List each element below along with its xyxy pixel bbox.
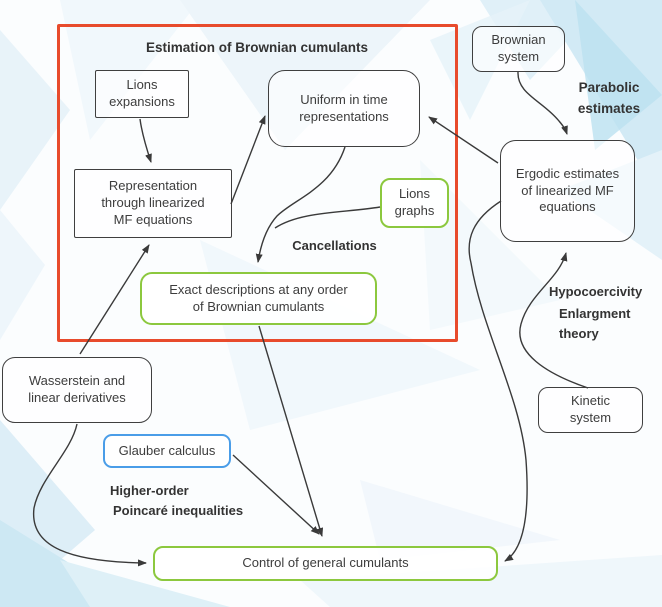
node-lions-expansions: Lions expansions [95, 70, 189, 118]
node-representation-linearized-mf: Representation through linearized MF equ… [74, 169, 232, 238]
annotation-enlargment-theory: Enlargment theory [559, 304, 659, 344]
annotation-line: Enlargment [559, 306, 631, 321]
node-label-line: representations [299, 108, 389, 124]
node-kinetic-system: Kinetic system [538, 387, 643, 433]
annotation-parabolic-estimates: Parabolic estimates [566, 78, 652, 120]
node-label-line: Representation [108, 178, 198, 194]
node-ergodic-estimates: Ergodic estimates of linearized MF equat… [500, 140, 635, 242]
node-label-line: through linearized [101, 195, 205, 211]
annotation-line: Parabolic [578, 80, 640, 95]
node-label-line: expansions [109, 94, 175, 109]
node-label-line: Lions [126, 77, 158, 93]
annotation-hypocoercivity: Hypocoercivity [549, 282, 662, 302]
node-label-line: linear derivatives [28, 390, 126, 405]
node-label-line: Lions [398, 186, 431, 202]
brownian-cumulants-group-frame [57, 24, 458, 342]
node-label-line: Control of general cumulants [242, 555, 409, 571]
annotation-line: Cancellations [292, 238, 377, 253]
node-label-line: Wasserstein and [28, 373, 126, 389]
node-label-line: equations [539, 199, 596, 215]
annotation-higher-order-poincare: Higher-order Poincaré inequalities [110, 481, 300, 521]
node-label-line: MF equations [113, 211, 193, 227]
node-brownian-system: Brownian system [472, 26, 565, 72]
node-label-line: system [569, 410, 612, 425]
node-wasserstein-linear-derivatives: Wasserstein and linear derivatives [2, 357, 152, 423]
node-label-line: Exact descriptions at any order [169, 281, 348, 297]
node-label-line: system [497, 49, 540, 64]
node-exact-descriptions: Exact descriptions at any order of Brown… [140, 272, 377, 325]
annotation-line: Hypocoercivity [549, 284, 643, 299]
node-label-line: Kinetic [570, 393, 611, 409]
annotation-line: estimates [577, 100, 641, 116]
annotation-line: theory [559, 326, 599, 342]
annotation-line: Higher-order [110, 483, 189, 498]
node-label-line: of linearized MF [521, 182, 614, 198]
node-label-line: Ergodic estimates [515, 165, 620, 181]
node-label-line: Brownian [491, 32, 546, 48]
node-label-line: Glauber calculus [118, 442, 216, 458]
annotation-line: Poincaré inequalities [113, 503, 244, 519]
node-label-line: graphs [394, 203, 435, 218]
node-label-line: of Brownian cumulants [192, 298, 325, 314]
annotation-cancellations: Cancellations [277, 236, 392, 256]
node-uniform-in-time-representations: Uniform in time representations [268, 70, 420, 147]
diagram-title: Estimation of Brownian cumulants [145, 40, 369, 55]
node-control-general-cumulants: Control of general cumulants [153, 546, 498, 581]
node-lions-graphs: Lions graphs [380, 178, 449, 228]
node-glauber-calculus: Glauber calculus [103, 434, 231, 468]
node-label-line: Uniform in time [300, 91, 388, 107]
